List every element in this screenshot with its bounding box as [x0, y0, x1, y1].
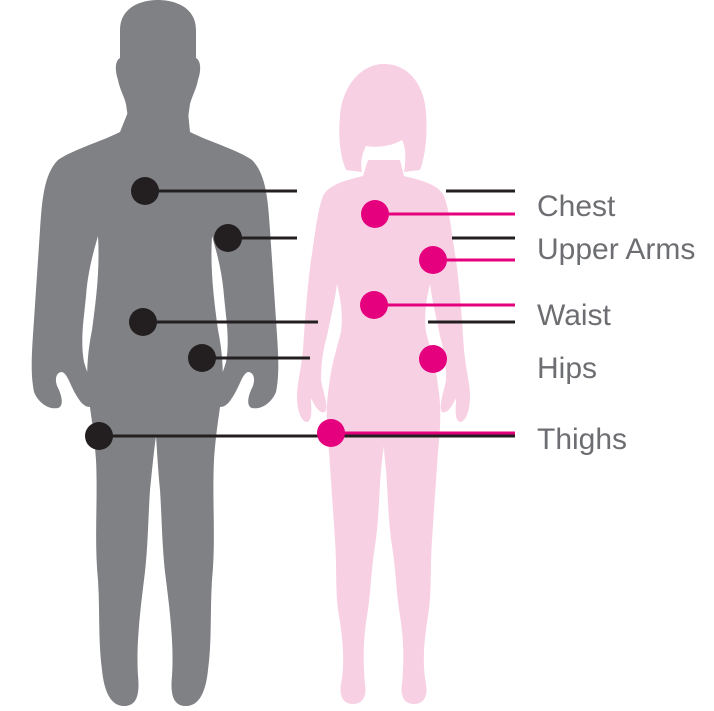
- male-body: [32, 112, 279, 706]
- label-hips: Hips: [537, 352, 597, 385]
- measurement-labels: Chest Upper Arms Waist Hips Thighs: [537, 190, 695, 456]
- male-thighs-marker: [85, 422, 113, 450]
- female-chest-marker: [361, 200, 389, 228]
- male-head: [116, 0, 200, 118]
- male-hips-marker: [188, 344, 216, 372]
- male-waist-marker: [129, 308, 157, 336]
- female-hips-marker: [419, 345, 447, 373]
- female-thighs-marker: [317, 419, 345, 447]
- label-upper-arms: Upper Arms: [537, 233, 695, 266]
- female-upper-arms-marker: [419, 246, 447, 274]
- male-figure: [32, 0, 279, 706]
- female-head: [339, 64, 426, 172]
- male-upper-arms-marker: [214, 224, 242, 252]
- female-figure: [297, 64, 470, 704]
- label-thighs: Thighs: [537, 423, 627, 456]
- male-chest-marker: [131, 177, 159, 205]
- female-waist-marker: [360, 291, 388, 319]
- label-waist: Waist: [537, 299, 612, 332]
- label-chest: Chest: [537, 190, 616, 223]
